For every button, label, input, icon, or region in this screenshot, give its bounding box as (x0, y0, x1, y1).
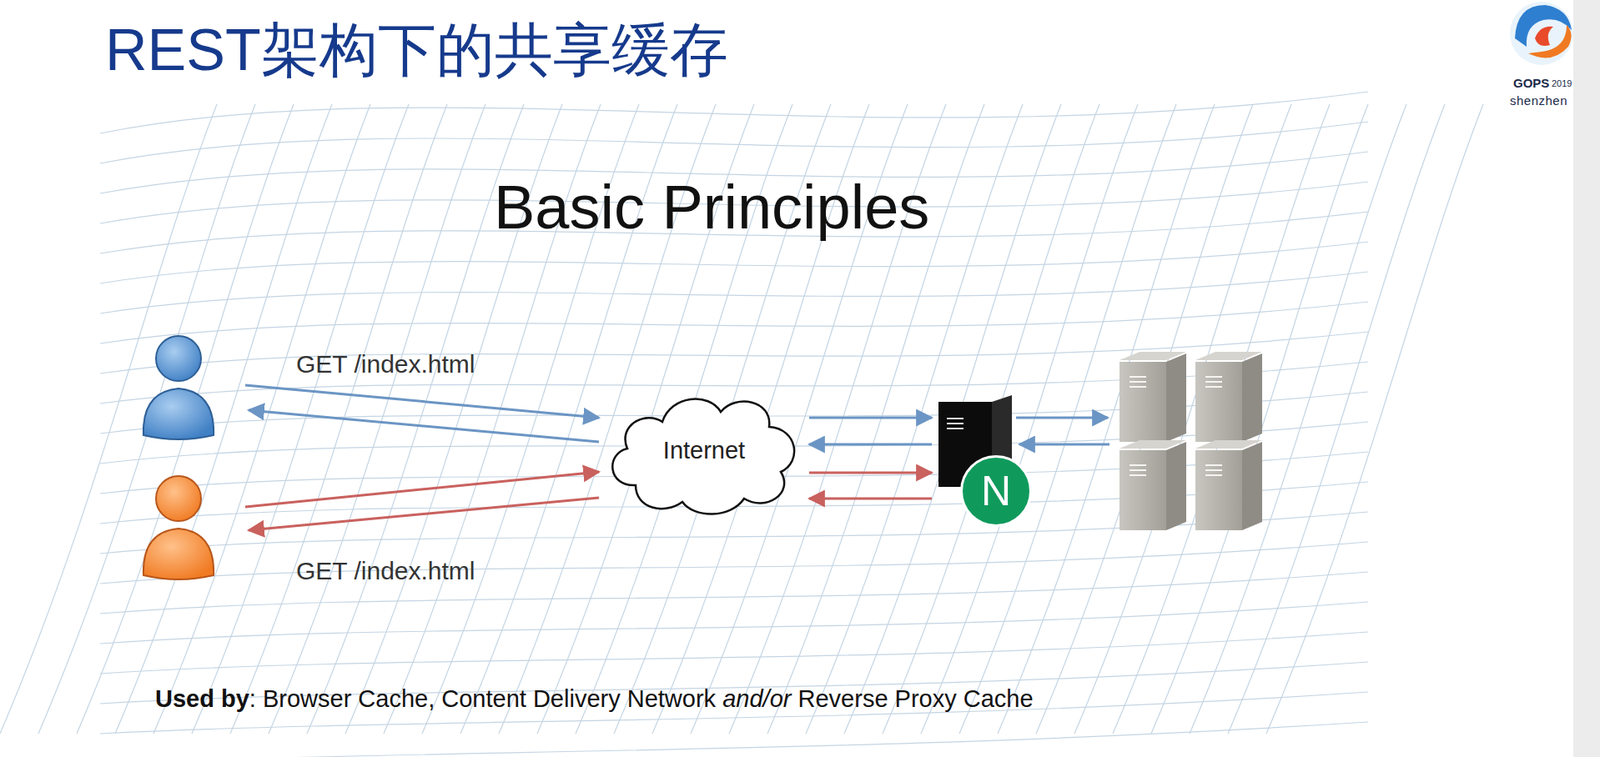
flow-arrow (809, 472, 932, 475)
backend-server (1119, 440, 1187, 531)
request-label: GET /index.html (296, 557, 476, 586)
logo-text: GOPS (1513, 75, 1550, 91)
request-arrow (245, 385, 599, 418)
user-icon-orange (143, 476, 214, 580)
user-icon-blue (143, 336, 214, 440)
nginx-server: N (938, 395, 1034, 529)
flow-arrow (809, 443, 932, 447)
nginx-badge: N (960, 455, 1032, 528)
backend-arrow (1016, 417, 1108, 420)
logo-city: shenzhen (1509, 93, 1568, 108)
backend-arrow (1019, 443, 1110, 447)
logo-year: 2019 (1551, 78, 1572, 89)
request-label: GET /index.html (296, 350, 476, 379)
gops-logo (1509, 1, 1574, 66)
flow-arrow (809, 417, 932, 420)
node-label: Internet (602, 437, 806, 465)
backend-server (1195, 352, 1263, 443)
flow-arrow (809, 498, 932, 501)
response-arrow (248, 498, 599, 531)
response-arrow (248, 410, 599, 443)
internet-cloud: Internet (602, 385, 806, 521)
note-text: and/or (722, 685, 791, 714)
usage-note: Used by: Browser Cache, Content Delivery… (155, 685, 1034, 714)
backend-server (1119, 352, 1187, 443)
side-strip (1573, 0, 1600, 757)
note-text: : Browser Cache, Content Delivery Networ… (249, 685, 716, 714)
note-text: Reverse Proxy Cache (798, 685, 1034, 714)
diagram-heading: Basic Principles (493, 171, 930, 243)
slide-title: REST架构下的共享缓存 (105, 11, 729, 91)
backend-server (1195, 440, 1263, 531)
note-heading: Used by (155, 685, 250, 714)
